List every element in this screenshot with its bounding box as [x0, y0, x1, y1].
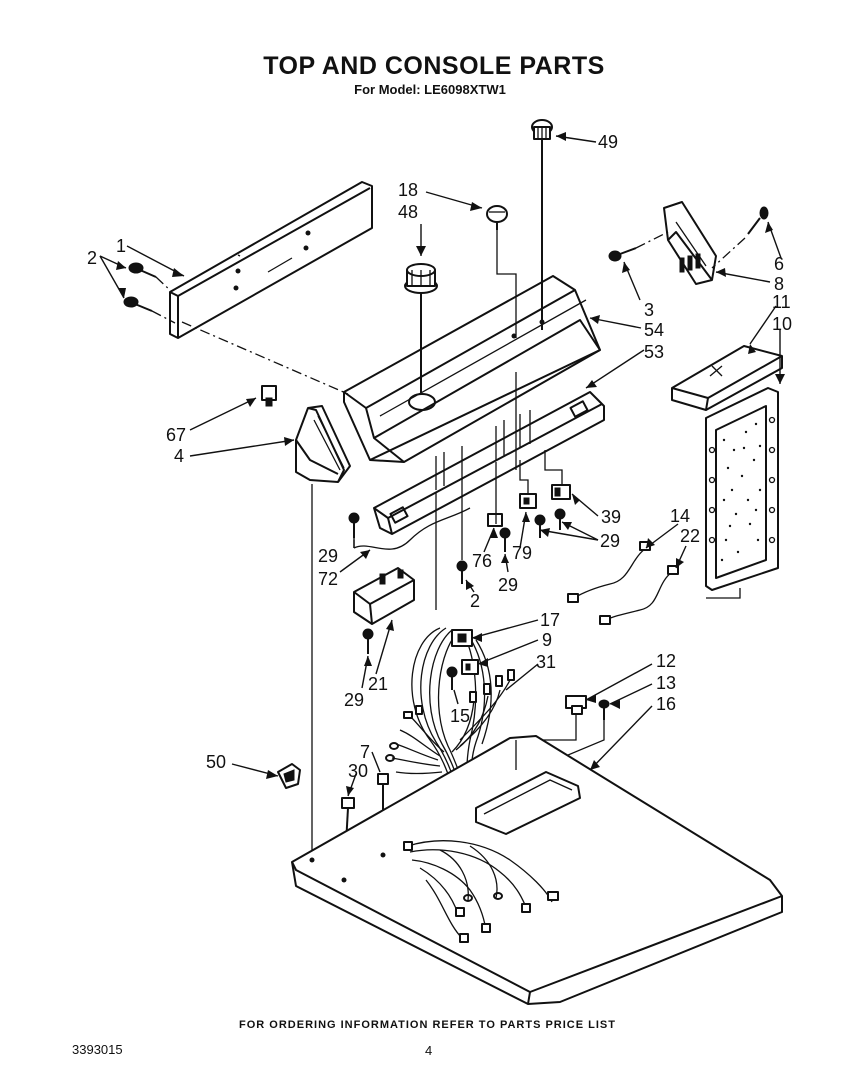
lint-cover-11-part	[671, 345, 783, 411]
mounting-plate-part	[373, 391, 605, 535]
rear-bracket-part	[169, 181, 373, 339]
lint-filter-10-part	[705, 387, 779, 591]
callout-79: 79	[512, 543, 532, 563]
callout-50: 50	[206, 752, 226, 772]
end-cap-left-part	[295, 405, 351, 483]
screw-13-part	[598, 699, 610, 720]
clip-67-part	[261, 385, 277, 407]
callout-6: 6	[774, 254, 784, 274]
screw-29c-part	[534, 514, 546, 538]
callout-11: 11	[772, 292, 791, 312]
callout-22: 22	[680, 526, 700, 546]
callout-53: 53	[644, 342, 664, 362]
callout-72: 72	[318, 569, 338, 589]
clip-50-part	[277, 763, 301, 789]
screw-3-part	[608, 247, 637, 262]
callout-2a: 2	[87, 248, 97, 268]
connector-17-part	[451, 629, 473, 647]
screw-29b-part	[499, 527, 511, 552]
bracket-screw-lower	[123, 296, 153, 312]
callout-labels: 49 18 48 1 2 6 8 11 10 3 54 53 67 4 39 2…	[87, 132, 792, 781]
screw-15-part	[446, 666, 458, 690]
bracket-screw-upper	[128, 262, 157, 278]
switch-39-part	[544, 450, 571, 500]
callout-39: 39	[601, 507, 621, 527]
callout-3: 3	[644, 300, 654, 320]
page-title: TOP AND CONSOLE PARTS	[263, 52, 605, 80]
ordering-note: FOR ORDERING INFORMATION REFER TO PARTS …	[239, 1019, 616, 1031]
arrowheads	[116, 132, 785, 796]
callout-15: 15	[450, 706, 470, 726]
screw-29d-part	[554, 508, 566, 530]
callout-76: 76	[472, 551, 492, 571]
callout-29d: 29	[344, 690, 364, 710]
callout-4: 4	[174, 446, 184, 466]
callout-13: 13	[656, 673, 676, 693]
timer-21-part	[353, 567, 415, 625]
lower-wire-harness-part	[403, 840, 559, 943]
screw-29a-part	[348, 512, 360, 538]
callout-10: 10	[772, 314, 792, 334]
callout-18: 18	[398, 180, 418, 200]
switch-79-part	[519, 460, 537, 509]
end-cap-right-part	[663, 201, 717, 285]
end-cap-screw-6	[747, 206, 769, 235]
knob-18-part	[486, 205, 517, 338]
callout-29b: 29	[600, 531, 620, 551]
callout-7: 7	[360, 742, 370, 762]
knob-49-part	[531, 119, 553, 330]
callout-2b: 2	[470, 591, 480, 611]
callout-21: 21	[368, 674, 388, 694]
callout-49: 49	[598, 132, 618, 152]
knob-48-part	[404, 263, 438, 395]
clip-9-part	[461, 659, 479, 675]
callout-67: 67	[166, 425, 186, 445]
document-number: 3393015	[72, 1042, 123, 1057]
top-panel-16-part	[291, 735, 783, 1005]
callout-29c: 29	[498, 575, 518, 595]
callout-48: 48	[398, 202, 418, 222]
callout-1: 1	[116, 236, 126, 256]
callout-54: 54	[644, 320, 664, 340]
callout-17: 17	[540, 610, 560, 630]
lead-wire-14-part	[567, 541, 651, 603]
callout-16: 16	[656, 694, 676, 714]
lead-wire-22-part	[599, 565, 679, 625]
callout-30: 30	[348, 761, 368, 781]
latch-12-part	[565, 695, 587, 715]
model-subtitle: For Model: LE6098XTW1	[354, 82, 506, 97]
page-number: 4	[425, 1043, 433, 1058]
screw-29e-part	[362, 628, 374, 654]
callout-9: 9	[542, 630, 552, 650]
callout-8: 8	[774, 274, 784, 294]
callout-29a: 29	[318, 546, 338, 566]
callout-31: 31	[536, 652, 556, 672]
connector-76-part	[487, 513, 503, 527]
console-panel-part	[343, 275, 601, 463]
callout-12: 12	[656, 651, 676, 671]
screw-2b-part	[456, 560, 468, 584]
callout-14: 14	[670, 506, 690, 526]
